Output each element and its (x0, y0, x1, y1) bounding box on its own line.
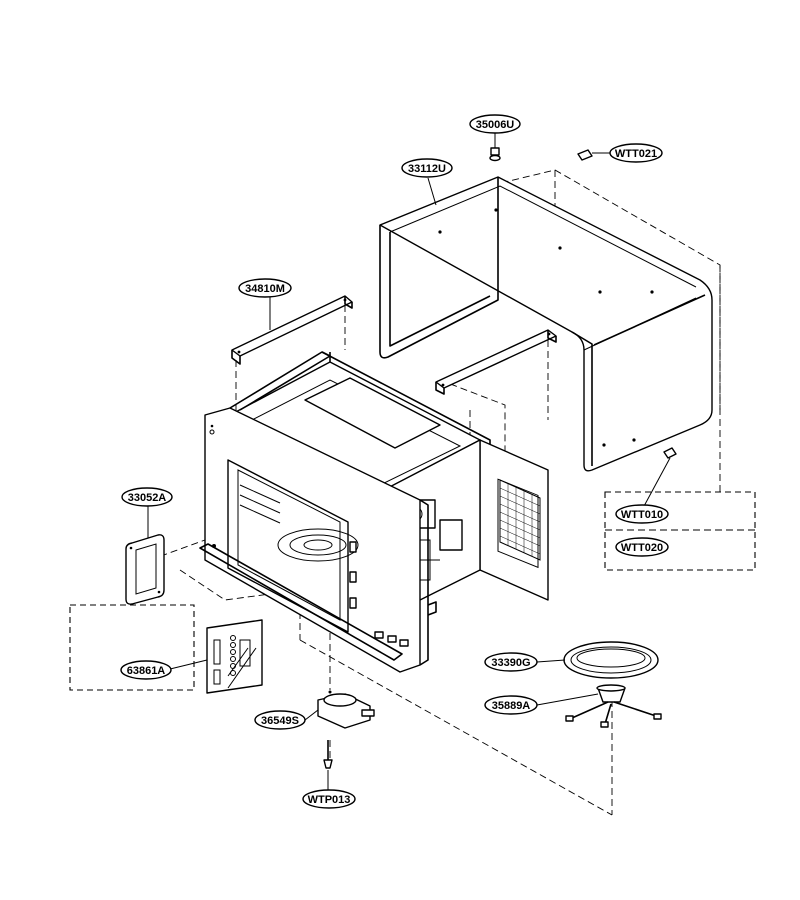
outer-case-cabinet (379, 176, 713, 472)
motor-screw-part (323, 740, 333, 790)
turntable-motor-part (317, 690, 375, 729)
callout-WTP013: WTP013 (302, 789, 356, 809)
callout-35006U: 35006U (469, 114, 521, 134)
vent-grid (499, 479, 541, 561)
part-label: 63861A (127, 665, 166, 677)
part-label: WTT010 (621, 509, 663, 521)
waveguide-cover-part (125, 506, 165, 605)
callout-WTT010: WTT010 (615, 504, 669, 524)
screw-group-box (604, 447, 756, 571)
part-label: WTT020 (621, 542, 663, 554)
callout-WTT021: WTT021 (609, 143, 663, 163)
turntable-glass-part (563, 641, 659, 679)
part-label: 34810M (245, 283, 285, 295)
callout-36549S: 36549S (254, 710, 306, 730)
callout-33112U: 33112U (401, 158, 453, 178)
part-label: 35889A (492, 700, 531, 712)
callout-35889A: 35889A (484, 695, 538, 715)
part-label: 36549S (261, 715, 299, 727)
main-chassis (199, 351, 549, 673)
part-label: 35006U (476, 119, 515, 131)
top-screw-part (577, 149, 610, 161)
part-label: WTT021 (615, 148, 657, 160)
callout-34810M: 34810M (238, 278, 292, 298)
callout-leaders (165, 177, 599, 721)
callout-WTT020: WTT020 (615, 537, 669, 557)
callout-33052A: 33052A (121, 487, 173, 507)
part-label: 33112U (408, 163, 446, 175)
top-cap-part (489, 133, 501, 162)
part-label: WTP013 (308, 794, 351, 806)
callout-33390G: 33390G (484, 652, 538, 672)
part-label: 33390G (491, 657, 530, 669)
callout-63861A: 63861A (120, 660, 172, 680)
left-bracket-part (231, 293, 353, 365)
roller-ring-part (565, 684, 662, 728)
part-label: 33052A (128, 492, 167, 504)
right-bracket-part (435, 329, 557, 395)
label-sheet-part (69, 604, 263, 694)
